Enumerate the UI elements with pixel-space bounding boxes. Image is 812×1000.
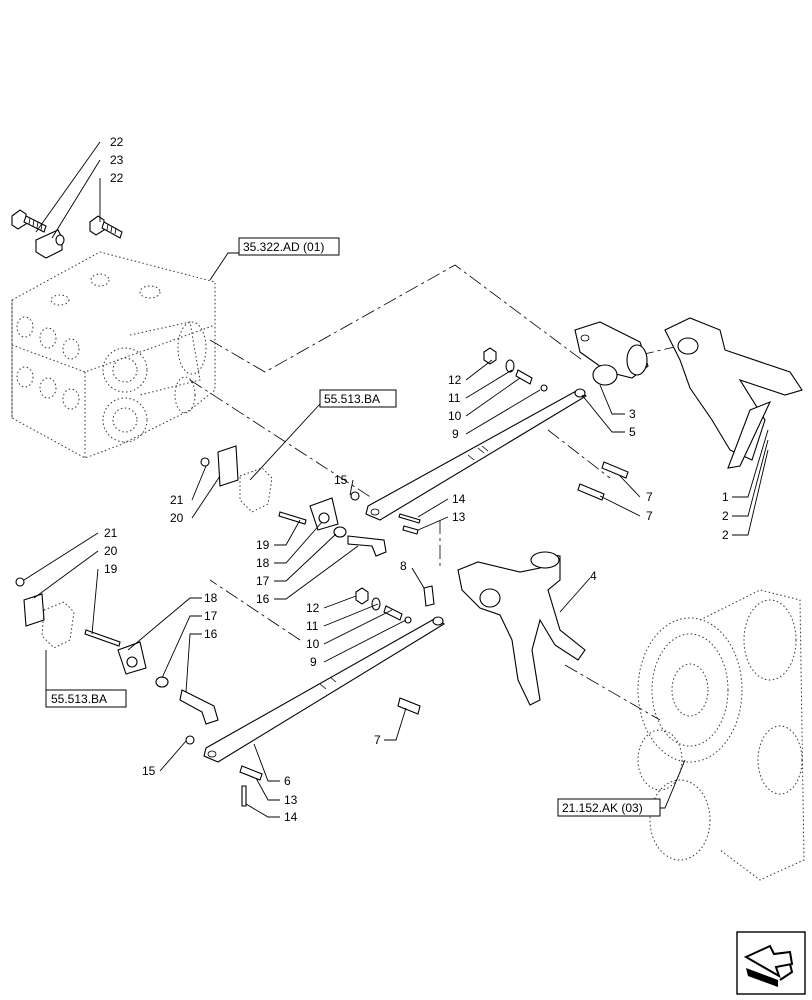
callout-21: 21 — [104, 526, 118, 540]
callout-11: 11 — [306, 619, 319, 633]
shift-fork-1 — [664, 317, 803, 469]
valve-block-ports — [16, 273, 161, 410]
lower-pin-13-14 — [239, 765, 263, 807]
bolt-22-right — [89, 215, 123, 239]
callout-10: 10 — [448, 409, 462, 423]
callout-13: 13 — [284, 793, 298, 807]
callout-16: 16 — [256, 592, 270, 606]
callout-12: 12 — [306, 601, 320, 615]
callout-7: 7 — [646, 490, 653, 504]
lower-detent-assembly — [15, 577, 219, 745]
lower-detent-set — [355, 587, 412, 624]
hydraulic-valve-block — [11, 251, 216, 459]
ref-link-55513-upper[interactable]: 55.513.BA — [319, 389, 397, 408]
callout-8: 8 — [400, 559, 407, 573]
callout-10: 10 — [306, 637, 320, 651]
ref-link-35322-text: 35.322.AD (01) — [243, 240, 324, 254]
callout-15: 15 — [142, 764, 156, 778]
ref-link-55513-lower-text: 55.513.BA — [51, 692, 107, 706]
callout-17: 17 — [204, 609, 218, 623]
valve-gears — [102, 321, 207, 443]
callout-22: 22 — [110, 171, 124, 185]
callout-11: 11 — [448, 391, 461, 405]
callout-labels: 22 23 22 12 11 10 9 3 5 15 14 13 21 20 1… — [104, 135, 729, 824]
ref-link-55513-upper-text: 55.513.BA — [324, 392, 380, 406]
callout-12: 12 — [448, 373, 462, 387]
bracket-23 — [35, 229, 65, 259]
next-page-arrow-icon[interactable] — [736, 931, 806, 995]
pin-7-lower — [397, 697, 421, 715]
callout-16: 16 — [204, 627, 218, 641]
callout-23: 23 — [110, 153, 124, 167]
callout-5: 5 — [629, 425, 636, 439]
callout-7: 7 — [374, 733, 381, 747]
callout-17: 17 — [256, 574, 270, 588]
callout-18: 18 — [204, 591, 218, 605]
callout-7: 7 — [646, 509, 653, 523]
callout-14: 14 — [284, 810, 298, 824]
callout-15: 15 — [334, 473, 348, 487]
callout-22: 22 — [110, 135, 124, 149]
callout-19: 19 — [104, 562, 118, 576]
gearbox-assembly — [637, 589, 805, 881]
shift-fork-3 — [574, 321, 649, 386]
upper-detent-assembly — [200, 445, 387, 557]
pin-7-upper-2 — [577, 483, 605, 501]
callout-20: 20 — [170, 511, 184, 525]
ref-link-35322[interactable]: 35.322.AD (01) — [238, 237, 340, 256]
callout-20: 20 — [104, 544, 118, 558]
pin-8 — [423, 585, 435, 607]
callout-9: 9 — [452, 427, 459, 441]
callout-6: 6 — [284, 774, 291, 788]
leader-lines — [23, 141, 769, 818]
callout-18: 18 — [256, 556, 270, 570]
bolt-22-left — [11, 209, 47, 233]
ref-link-21152-text: 21.152.AK (03) — [562, 801, 643, 815]
shift-rail-upper — [365, 388, 587, 521]
upper-pin-14-13 — [398, 513, 421, 535]
callout-1: 1 — [722, 490, 729, 504]
upper-detent-set — [483, 347, 548, 392]
pin-7-upper-1 — [601, 461, 629, 479]
callout-19: 19 — [256, 538, 270, 552]
callout-2: 2 — [722, 528, 729, 542]
ref-link-55513-lower[interactable]: 55.513.BA — [45, 689, 127, 708]
shift-fork-4 — [457, 551, 586, 706]
callout-21: 21 — [170, 493, 184, 507]
ref-link-21152[interactable]: 21.152.AK (03) — [557, 798, 661, 817]
callout-4: 4 — [590, 569, 597, 583]
shift-rail-lower — [203, 616, 445, 763]
callout-9: 9 — [310, 655, 317, 669]
callout-13: 13 — [452, 510, 466, 524]
callout-3: 3 — [629, 407, 636, 421]
callout-14: 14 — [452, 492, 466, 506]
callout-2: 2 — [722, 509, 729, 523]
